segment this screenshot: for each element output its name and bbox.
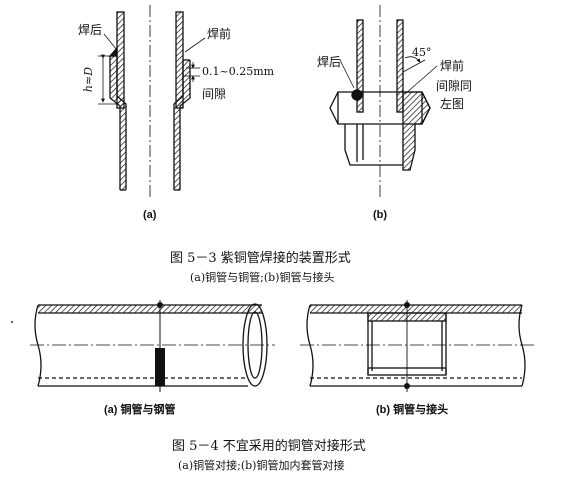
label-after-weld-b: 焊后 <box>317 55 342 69</box>
diagram-5-4a <box>30 300 275 392</box>
caption-5-3: 图 5－3 紫铜管焊接的装置形式 <box>170 251 351 266</box>
diagram-5-3a <box>98 5 206 198</box>
gap-value: 0.1~0.25mm <box>202 65 275 78</box>
sublabel-5-4b: (b) 铜管与接头 <box>376 404 449 416</box>
gap-note-line1: 间隙同 <box>436 79 473 93</box>
diagram-5-3b <box>329 5 438 200</box>
angle-label: 45° <box>412 46 432 59</box>
caption-5-4: 图 5－4 不宜采用的铜管对接形式 <box>172 439 366 454</box>
scan-speck <box>11 321 13 323</box>
sublabel-5-3b: (b) <box>373 209 388 221</box>
label-before-weld-b: 焊前 <box>440 59 465 73</box>
gap-label: 间隙 <box>202 87 227 101</box>
subcaption-5-3: (a)铜管与铜管;(b)铜管与接头 <box>190 271 335 284</box>
subcaption-5-4: (a)铜管对接;(b)铜管加内套管对接 <box>178 459 345 472</box>
label-before-weld-a: 焊前 <box>207 27 232 41</box>
diagram-5-4b <box>300 300 535 392</box>
gap-note-line2: 左图 <box>440 97 465 111</box>
dimension-height: h≈D <box>82 66 96 93</box>
label-after-weld-a: 焊后 <box>78 23 103 37</box>
sublabel-5-3a: (a) <box>143 209 157 221</box>
sublabel-5-4a: (a) 铜管与钢管 <box>104 404 176 416</box>
